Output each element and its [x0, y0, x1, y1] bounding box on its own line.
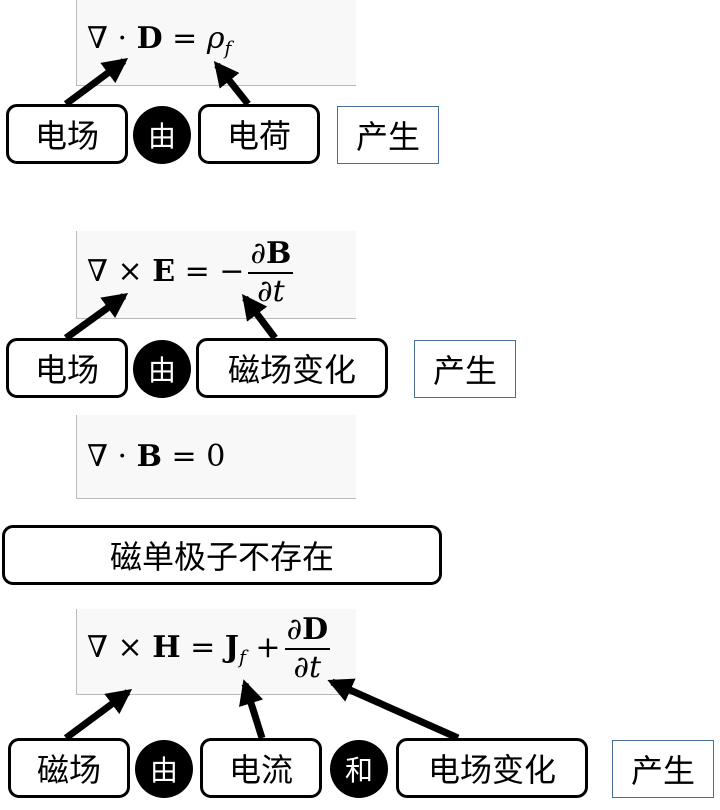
- equation-gauss-electric: ∇ · D = ρf: [87, 24, 231, 59]
- connector-you: 由: [135, 740, 193, 798]
- connector-you: 由: [133, 106, 191, 164]
- equation-faraday: ∇ × E = −∂B∂t: [87, 236, 294, 309]
- zero: 0: [206, 439, 226, 474]
- plus-sign: +: [255, 630, 281, 665]
- equation-box-gauss-magnetic: ∇ · B = 0: [76, 415, 356, 499]
- label-electric-field: 电场: [6, 338, 128, 398]
- equals-sign: =: [184, 254, 210, 289]
- partial-symbol: ∂: [286, 612, 303, 647]
- arrow-current-to-J: [239, 679, 266, 740]
- equation-box-ampere: ∇ × H = Jf +∂D∂t: [76, 609, 356, 695]
- symbol-D: D: [136, 21, 163, 56]
- symbol-D: D: [302, 612, 329, 647]
- label-magnetic-field: 磁场: [8, 738, 130, 798]
- partial-symbol: ∂: [250, 236, 266, 271]
- arrow-charge-to-rho: [213, 61, 251, 107]
- equals-sign: =: [172, 21, 198, 56]
- label-current: 电流: [200, 738, 322, 798]
- label-magnetic-field-change: 磁场变化: [196, 338, 388, 398]
- symbol-B: B: [136, 439, 162, 474]
- symbol-B: B: [265, 236, 292, 271]
- result-produce: 产生: [414, 340, 516, 398]
- symbol-J: J: [224, 630, 239, 665]
- connector-you: 由: [133, 340, 191, 398]
- equals-sign: =: [190, 630, 216, 665]
- fraction-bar: [284, 648, 331, 650]
- nabla-symbol: ∇: [87, 439, 108, 474]
- equation-gauss-magnetic: ∇ · B = 0: [87, 442, 225, 472]
- symbol-rho: ρ: [206, 21, 225, 56]
- label-electric-field-change: 电场变化: [396, 738, 588, 798]
- result-produce: 产生: [337, 106, 439, 164]
- subscript-f: f: [238, 647, 246, 669]
- label-electric-field: 电场: [6, 104, 128, 164]
- symbol-H: H: [152, 630, 181, 665]
- symbol-t: t: [272, 274, 285, 309]
- minus-sign: −: [219, 254, 245, 289]
- equals-sign: =: [171, 439, 197, 474]
- label-electric-charge: 电荷: [198, 104, 320, 164]
- nabla-symbol: ∇: [87, 21, 108, 56]
- fraction-dD-dt: ∂D∂t: [284, 612, 331, 685]
- dot-operator: ·: [117, 21, 128, 56]
- cross-operator: ×: [117, 254, 143, 289]
- equation-ampere: ∇ × H = Jf +∂D∂t: [87, 612, 331, 685]
- nabla-symbol: ∇: [87, 630, 108, 665]
- connector-he: 和: [330, 740, 388, 798]
- dot-operator: ·: [117, 439, 128, 474]
- partial-symbol: ∂: [293, 650, 310, 685]
- fraction-dB-dt: ∂B∂t: [248, 236, 294, 309]
- arrow-electric-field-to-D: [63, 57, 129, 107]
- symbol-E: E: [152, 254, 176, 289]
- subscript-f: f: [224, 38, 232, 60]
- fraction-bar: [248, 272, 294, 274]
- arrow-magnetic-change-to-dB: [241, 293, 278, 341]
- arrow-electric-field-to-curl-E: [63, 293, 129, 341]
- nabla-symbol: ∇: [87, 254, 108, 289]
- label-no-magnetic-monopole: 磁单极子不存在: [2, 525, 442, 585]
- arrow-magnetic-field-to-curl-H: [63, 688, 133, 741]
- cross-operator: ×: [117, 630, 143, 665]
- arrow-electric-change-to-dD: [327, 678, 460, 742]
- symbol-t: t: [309, 650, 322, 685]
- result-produce: 产生: [612, 740, 714, 798]
